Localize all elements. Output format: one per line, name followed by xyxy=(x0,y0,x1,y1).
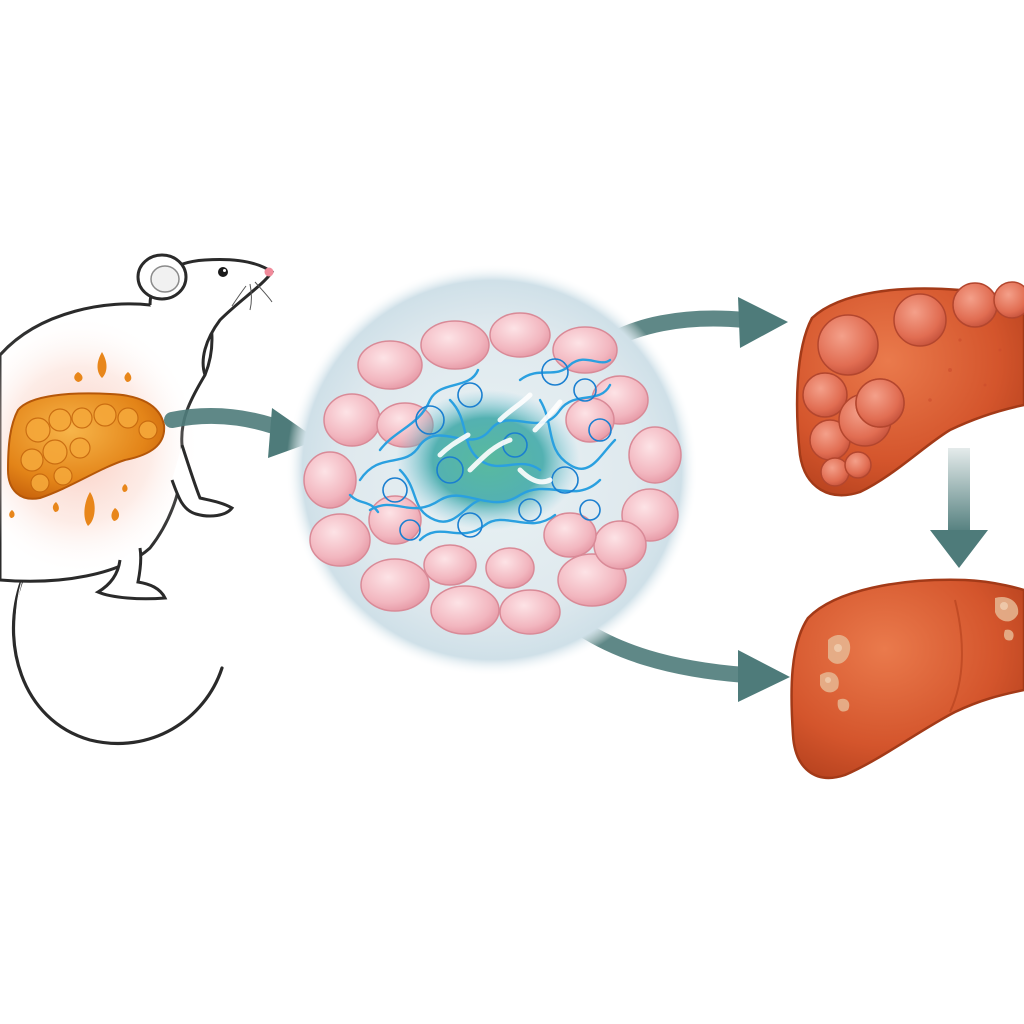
nodular-liver-icon xyxy=(795,281,1024,497)
arrow-nodular-to-scarred-liver xyxy=(930,448,988,568)
scarred-liver-icon xyxy=(790,578,1024,780)
hepatocyte-cluster-with-fibrous-network-icon xyxy=(286,264,698,676)
mouse-with-fatty-liver-icon xyxy=(0,253,275,746)
